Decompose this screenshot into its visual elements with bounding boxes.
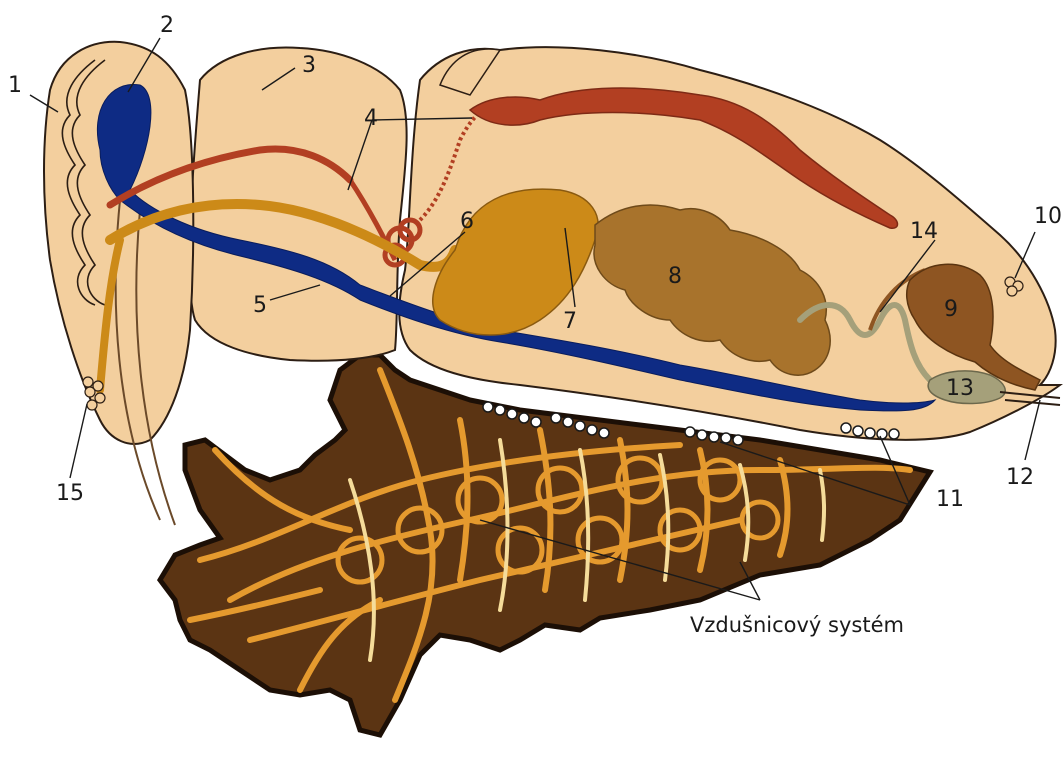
caption-tracheal-system: Vzdušnicový systém xyxy=(690,613,904,637)
label-11: 11 xyxy=(936,487,964,512)
label-4: 4 xyxy=(364,106,378,131)
label-10: 10 xyxy=(1034,204,1062,229)
label-6: 6 xyxy=(460,209,474,234)
label-13: 13 xyxy=(946,376,974,401)
label-14: 14 xyxy=(910,219,938,244)
label-8: 8 xyxy=(668,264,682,289)
label-2: 2 xyxy=(160,13,174,38)
label-9: 9 xyxy=(944,297,958,322)
label-1: 1 xyxy=(8,73,22,98)
label-15: 15 xyxy=(56,481,84,506)
label-3: 3 xyxy=(302,53,316,78)
label-7: 7 xyxy=(563,309,577,334)
label-5: 5 xyxy=(253,293,267,318)
label-12: 12 xyxy=(1006,465,1034,490)
